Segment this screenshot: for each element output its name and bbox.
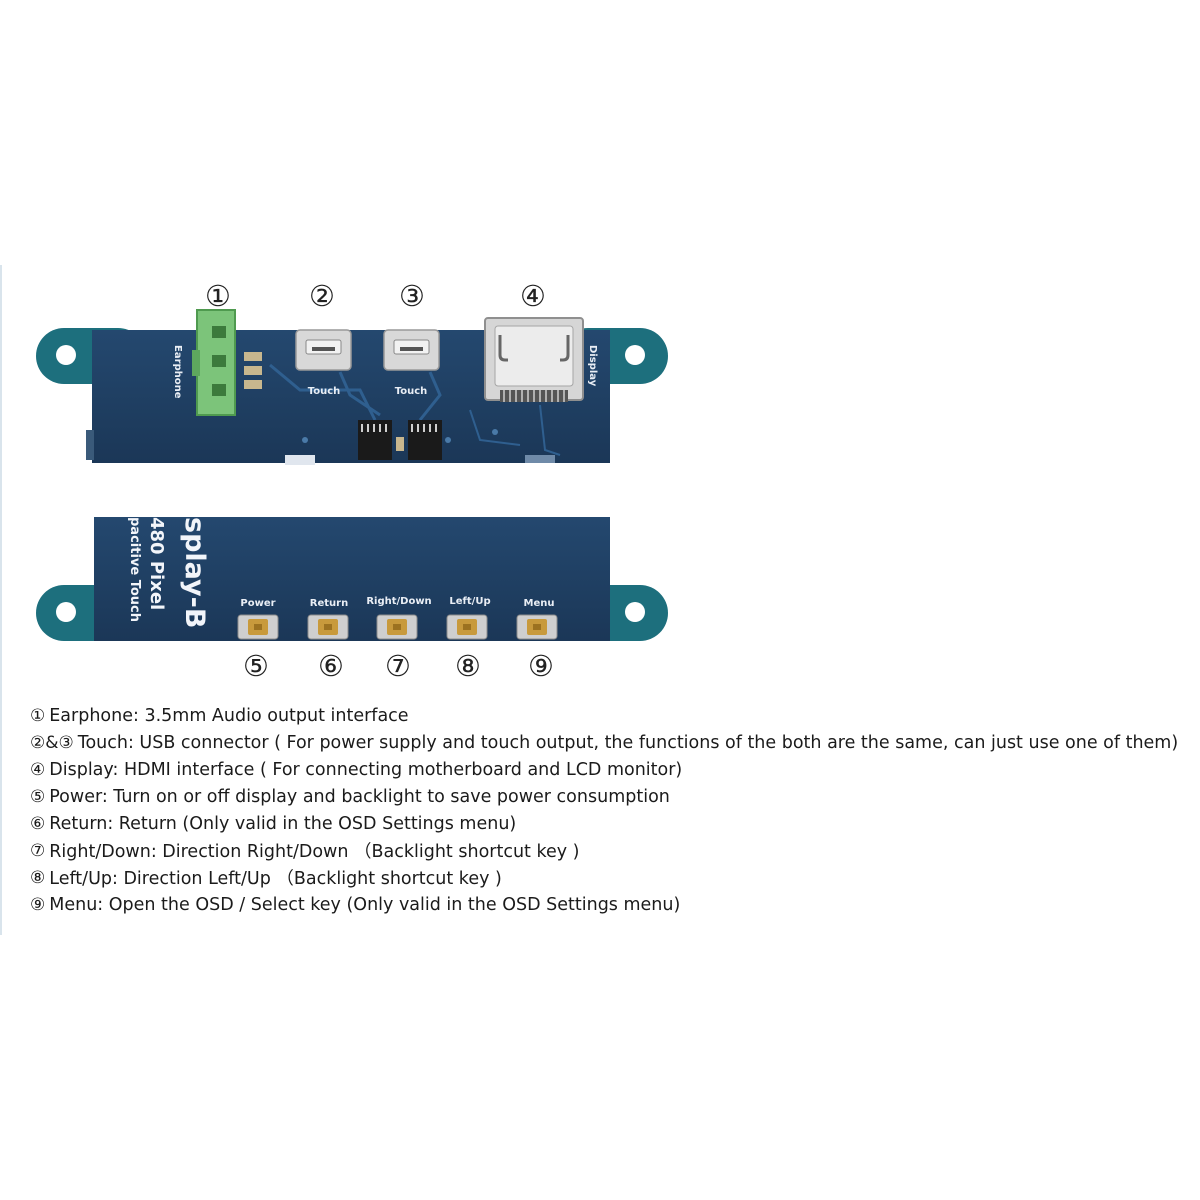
- legend-row: ⑨ Menu: Open the OSD / Select key (Only …: [30, 891, 1180, 918]
- board-title-line-3: pacitive Touch: [127, 517, 142, 622]
- button-label-menu: Menu: [524, 598, 555, 609]
- mount-hole-right-bottom: [625, 602, 645, 622]
- left-frame-line: [0, 265, 2, 935]
- menu-button: [516, 614, 558, 640]
- legend-row: ⑥ Return: Return (Only valid in the OSD …: [30, 810, 1180, 837]
- legend-marks: ②&③: [30, 732, 74, 753]
- callout-4: ④: [520, 279, 546, 313]
- legend-marks: ⑦: [30, 840, 46, 861]
- legend-text: Touch: USB connector ( For power supply …: [77, 732, 1179, 753]
- legend-row: ① Earphone: 3.5mm Audio output interface: [30, 702, 1180, 729]
- earphone-jack: [192, 309, 236, 416]
- legend-text: Return: Return (Only valid in the OSD Se…: [49, 813, 517, 834]
- power-button: [237, 614, 279, 640]
- board-title-line-2: 480 Pixel: [146, 517, 167, 610]
- button-label-left-up: Left/Up: [449, 596, 490, 607]
- callout-2: ②: [309, 279, 335, 313]
- legend-marks: ④: [30, 759, 46, 780]
- right-down-button: [376, 614, 418, 640]
- board-title-line-1: splay-B: [179, 517, 210, 628]
- legend-row: ④ Display: HDMI interface ( For connecti…: [30, 756, 1180, 783]
- board-top: Earphone Touch Touch: [36, 309, 668, 465]
- callout-1: ①: [205, 279, 231, 313]
- button-label-return: Return: [310, 598, 348, 609]
- hdmi-connector: [484, 317, 584, 402]
- legend-marks: ⑥: [30, 813, 46, 834]
- callout-9: ⑨: [528, 649, 554, 683]
- legend-row: ②&③ Touch: USB connector ( For power sup…: [30, 729, 1180, 756]
- legend-marks: ⑧: [30, 867, 46, 888]
- usb-connector-1: [295, 329, 352, 371]
- mount-hole-left: [56, 345, 76, 365]
- return-button: [307, 614, 349, 640]
- legend-text: Left/Up: Direction Left/Up （Backlight sh…: [49, 869, 502, 889]
- legend-text: Power: Turn on or off display and backli…: [49, 786, 670, 807]
- usb-connector-2: [383, 329, 440, 371]
- chip-1: [358, 420, 392, 460]
- mount-hole-right: [625, 345, 645, 365]
- left-up-button: [446, 614, 488, 640]
- callout-7: ⑦: [385, 649, 411, 683]
- display-label: Display: [587, 345, 598, 387]
- legend-text: Right/Down: Direction Right/Down （Backli…: [49, 842, 580, 862]
- legend-marks: ⑨: [30, 894, 46, 915]
- earphone-label: Earphone: [172, 345, 183, 399]
- legend-text: Display: HDMI interface ( For connecting…: [49, 759, 683, 780]
- callout-3: ③: [399, 279, 425, 313]
- legend-marks: ⑤: [30, 786, 46, 807]
- board-illustration: Earphone Touch Touch: [36, 309, 668, 641]
- legend: ① Earphone: 3.5mm Audio output interface…: [30, 702, 1180, 918]
- legend-row: ⑦ Right/Down: Direction Right/Down （Back…: [30, 837, 1180, 864]
- touch-label-2: Touch: [395, 386, 428, 397]
- button-label-power: Power: [240, 598, 275, 609]
- chip-2: [408, 420, 442, 460]
- legend-row: ⑧ Left/Up: Direction Left/Up （Backlight …: [30, 864, 1180, 891]
- button-label-right-down: Right/Down: [366, 596, 431, 607]
- legend-text: Earphone: 3.5mm Audio output interface: [49, 705, 409, 726]
- board-bottom: splay-B 480 Pixel pacitive Touch Power R…: [36, 517, 668, 641]
- callout-6: ⑥: [318, 649, 344, 683]
- legend-text: Menu: Open the OSD / Select key (Only va…: [49, 894, 681, 915]
- callout-5: ⑤: [243, 649, 269, 683]
- mount-hole-left-bottom: [56, 602, 76, 622]
- legend-marks: ①: [30, 705, 46, 726]
- touch-label-1: Touch: [308, 386, 341, 397]
- legend-row: ⑤ Power: Turn on or off display and back…: [30, 783, 1180, 810]
- callout-8: ⑧: [455, 649, 481, 683]
